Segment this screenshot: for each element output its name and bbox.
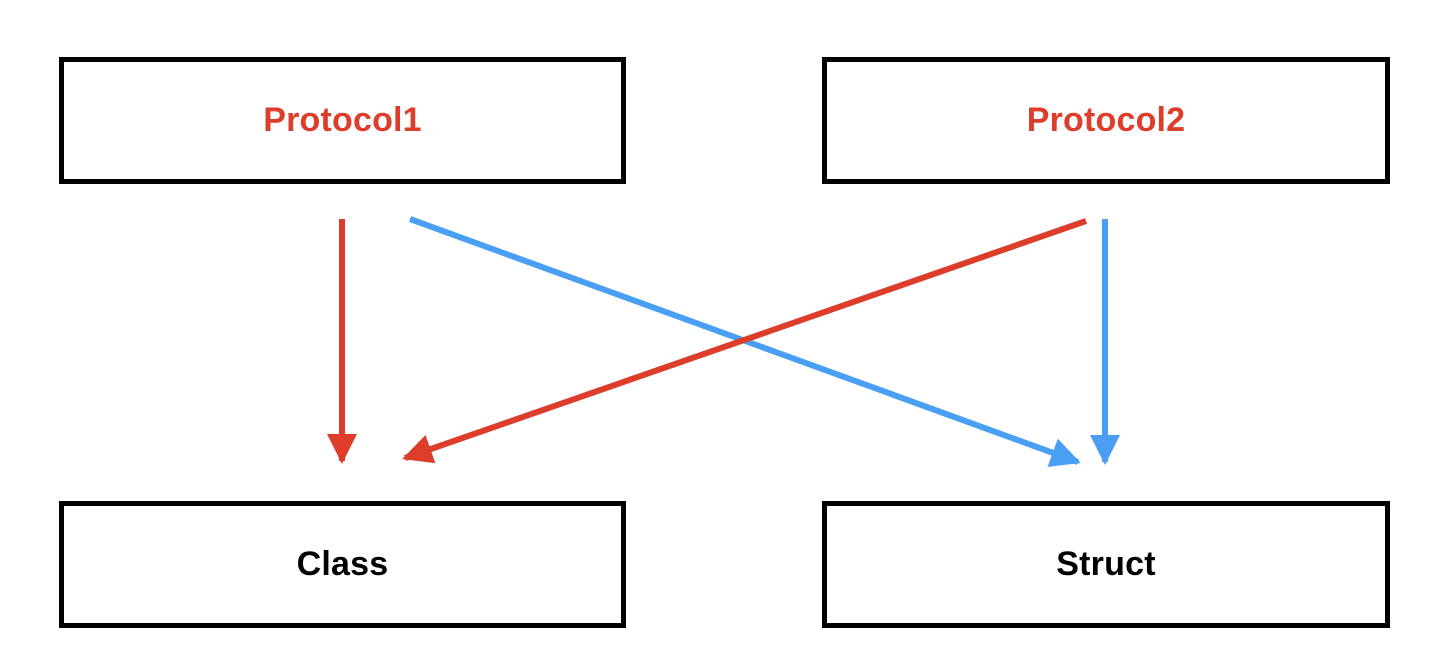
protocol2-box: Protocol2 bbox=[822, 57, 1390, 184]
protocol2-label: Protocol2 bbox=[1026, 101, 1186, 139]
struct-box: Struct bbox=[822, 501, 1390, 628]
class-box: Class bbox=[59, 501, 626, 628]
class-label: Class bbox=[296, 545, 389, 583]
protocol1-box: Protocol1 bbox=[59, 57, 626, 184]
struct-label: Struct bbox=[1056, 545, 1156, 583]
protocol1-label: Protocol1 bbox=[263, 101, 422, 139]
edge-protocol2-to-class bbox=[402, 218, 1087, 464]
